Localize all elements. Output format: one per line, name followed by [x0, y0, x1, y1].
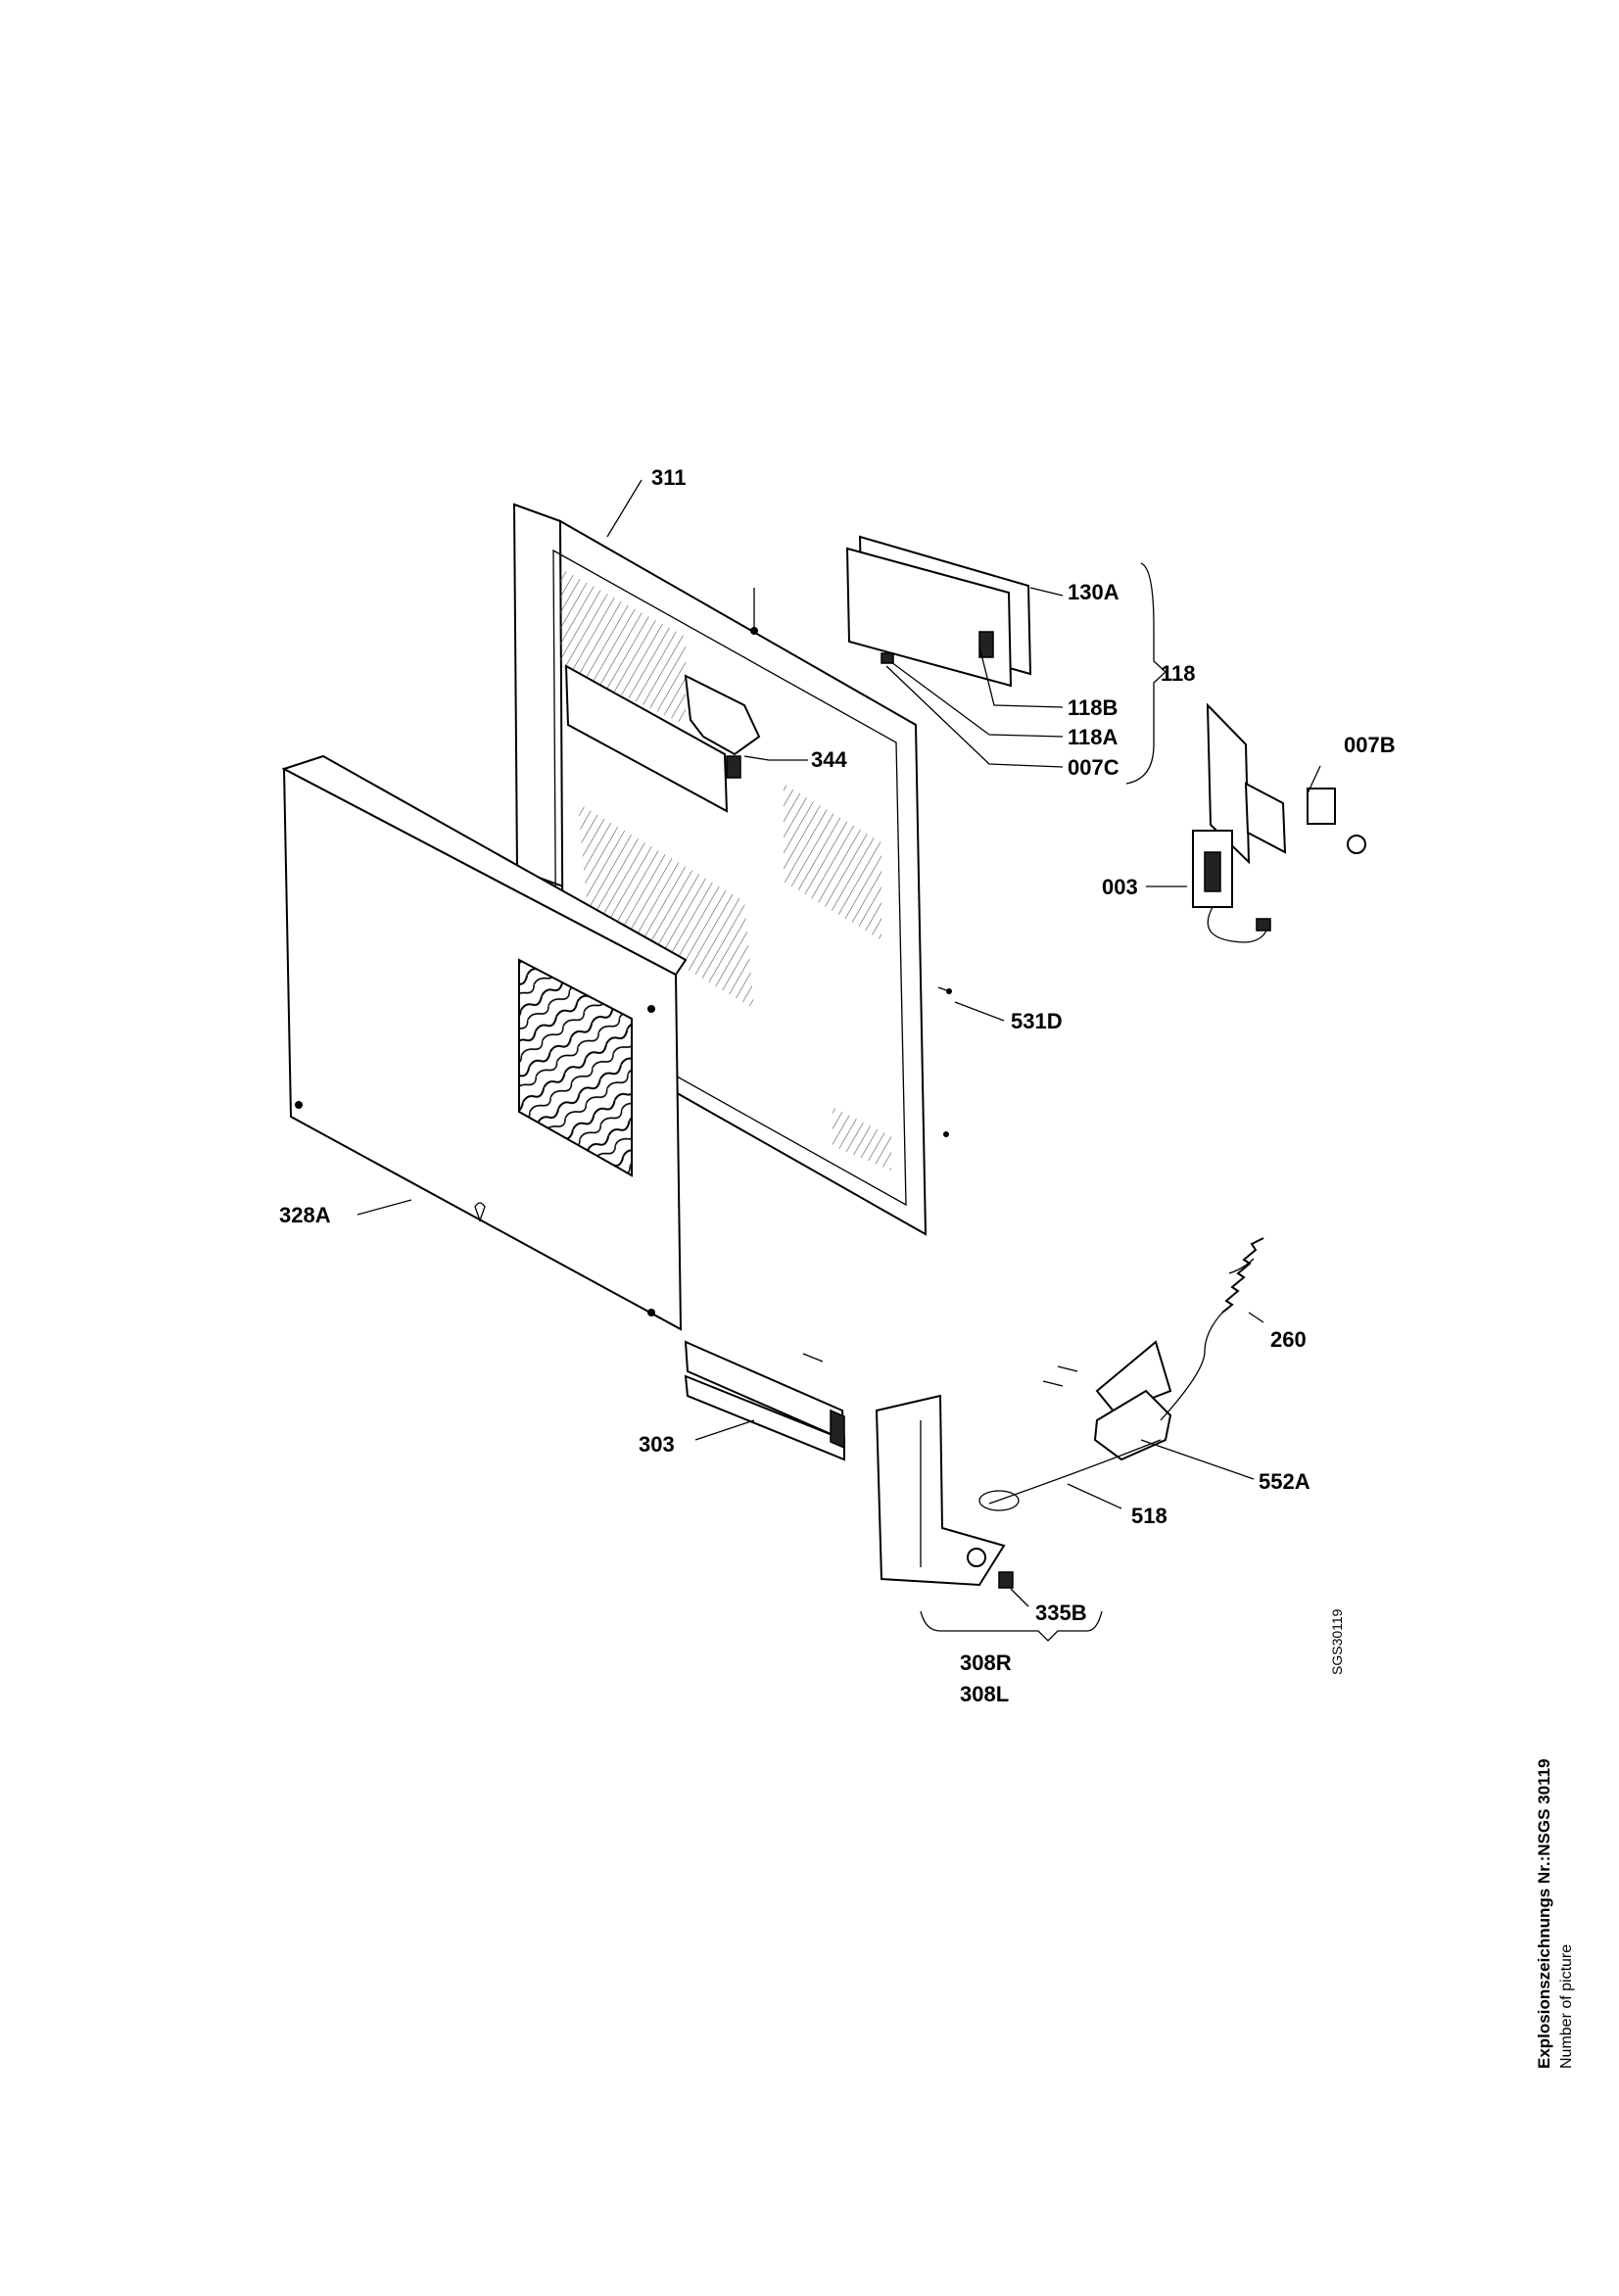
leader-lines: [357, 479, 1321, 1642]
caption-title: Explosionszeichnungs Nr.:NSGS 30119: [1535, 1759, 1553, 2070]
label-303: 303: [639, 1432, 675, 1457]
label-118A: 118A: [1068, 725, 1118, 749]
label-007C: 007C: [1068, 755, 1119, 780]
part-labels: 311 130A 118 118B 118A 007C 344 007B 003…: [279, 465, 1396, 1706]
label-344: 344: [811, 747, 847, 772]
label-308R: 308R: [960, 1650, 1012, 1675]
label-118: 118: [1161, 661, 1196, 686]
label-531D: 531D: [1011, 1009, 1063, 1033]
label-311: 311: [651, 465, 687, 490]
label-118B: 118B: [1068, 695, 1118, 720]
side-caption: Explosionszeichnungs Nr.:NSGS 30119 Numb…: [1535, 1759, 1575, 2070]
label-335B: 335B: [1035, 1601, 1087, 1625]
label-518: 518: [1131, 1504, 1167, 1528]
detergent-dispenser: [845, 535, 1032, 688]
door-switch-assembly: [1192, 702, 1366, 943]
hinge-assembly: [684, 1237, 1264, 1589]
label-308L: 308L: [960, 1682, 1009, 1706]
caption-subtitle: Number of picture: [1558, 1944, 1575, 2069]
label-552A: 552A: [1259, 1469, 1310, 1494]
label-328A: 328A: [279, 1203, 331, 1227]
label-007B: 007B: [1344, 733, 1396, 757]
label-003: 003: [1102, 875, 1138, 899]
label-260: 260: [1270, 1327, 1307, 1352]
drawing-code: SGS30119: [1329, 1608, 1345, 1675]
outer-door-panel: [281, 754, 688, 1331]
label-130A: 130A: [1068, 580, 1119, 604]
